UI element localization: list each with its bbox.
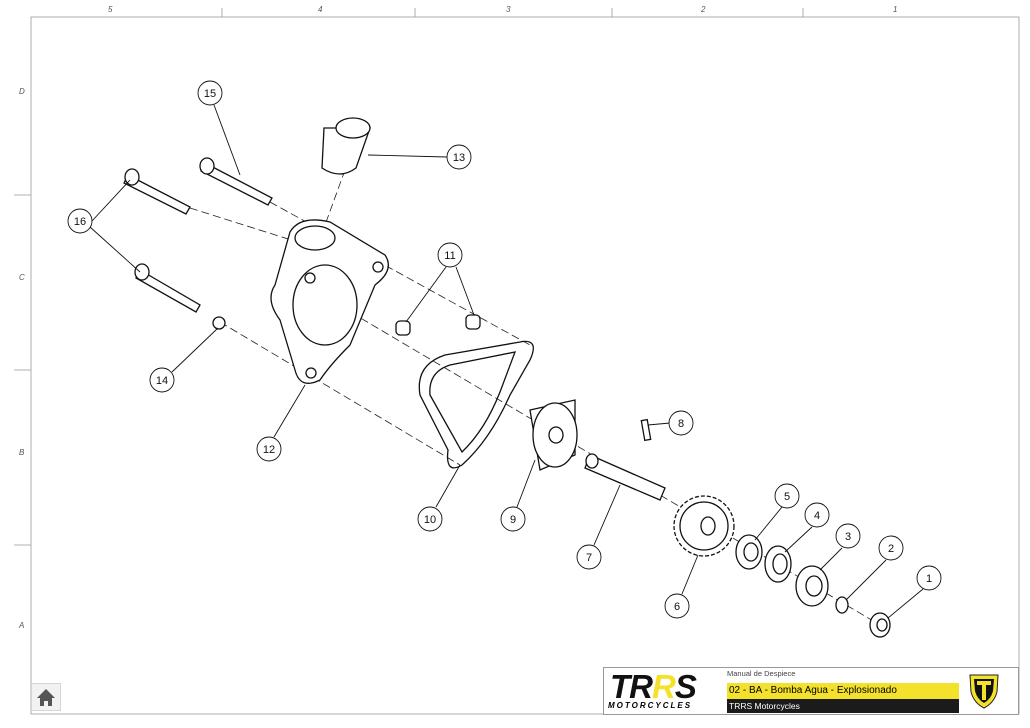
circlip-2	[835, 596, 849, 614]
manual-label: Manual de Despiece	[727, 669, 796, 678]
row-label: D	[19, 87, 25, 96]
row-label: B	[19, 448, 25, 457]
svg-text:5: 5	[784, 491, 790, 503]
impeller-9	[529, 399, 578, 471]
home-button[interactable]	[30, 682, 62, 712]
callout-12: 12	[256, 436, 282, 462]
home-icon	[30, 682, 62, 712]
seal-4	[764, 545, 792, 583]
washer-14	[212, 316, 226, 330]
title-block: TRRS MOTORCYCLES Manual de Despiece 02 -…	[603, 667, 1019, 715]
svg-text:2: 2	[888, 543, 894, 555]
column-label: 3	[506, 5, 511, 14]
svg-text:14: 14	[156, 375, 168, 387]
column-label: 2	[701, 5, 706, 14]
gasket-10	[418, 340, 534, 469]
svg-text:6: 6	[674, 601, 680, 613]
parts	[123, 117, 891, 638]
svg-text:13: 13	[453, 152, 465, 164]
trrs-logo: TRRS MOTORCYCLES	[608, 668, 697, 710]
column-label: 1	[893, 5, 898, 14]
pin-8	[640, 418, 652, 442]
svg-text:3: 3	[845, 531, 851, 543]
svg-text:16: 16	[74, 216, 86, 228]
svg-text:1: 1	[926, 573, 932, 585]
bolt-16-upper	[123, 168, 191, 215]
callout-16: 16	[67, 208, 93, 234]
callout-8: 8	[668, 410, 694, 436]
svg-text:4: 4	[814, 510, 820, 522]
svg-text:7: 7	[586, 552, 592, 564]
tube-13	[321, 117, 371, 175]
callout-6: 6	[664, 593, 690, 619]
bushing-1	[869, 612, 891, 638]
company-name: TRRS Motorcycles	[727, 699, 959, 713]
dowel-11	[395, 320, 411, 336]
svg-text:15: 15	[204, 88, 216, 100]
callout-10: 10	[417, 506, 443, 532]
column-label: 5	[108, 5, 113, 14]
callout-15: 15	[197, 80, 223, 106]
column-label: 4	[318, 5, 323, 14]
pump-cover-12	[270, 219, 389, 384]
callout-1: 1	[916, 565, 942, 591]
svg-text:10: 10	[424, 514, 436, 526]
callouts: 15 13 16 11 14 12 8 10 9 7 5 4 3 2 1 6	[67, 80, 942, 619]
callout-3: 3	[835, 523, 861, 549]
svg-text:11: 11	[444, 250, 455, 262]
svg-text:12: 12	[263, 444, 275, 456]
callout-2: 2	[878, 535, 904, 561]
callout-7: 7	[576, 544, 602, 570]
svg-text:9: 9	[510, 514, 516, 526]
svg-text:8: 8	[678, 418, 684, 430]
trrs-emblem-icon	[969, 674, 999, 709]
callout-11: 11	[437, 242, 463, 268]
drawing-title: 02 - BA - Bomba Agua - Explosionado	[727, 683, 959, 699]
frame	[14, 8, 1020, 715]
callout-4: 4	[804, 502, 830, 528]
callout-9: 9	[500, 506, 526, 532]
bearing-3	[795, 565, 829, 607]
seal-5	[735, 534, 763, 570]
callout-5: 5	[774, 483, 800, 509]
row-label: C	[19, 273, 25, 282]
bolt-16-lower	[134, 263, 201, 313]
callout-13: 13	[446, 144, 472, 170]
row-label: A	[19, 621, 25, 630]
callout-14: 14	[149, 367, 175, 393]
bolt-15	[199, 157, 273, 206]
shaft-7	[584, 453, 666, 501]
gear-6	[673, 495, 735, 557]
leader-lines	[89, 104, 924, 619]
dowel-11	[465, 314, 481, 330]
